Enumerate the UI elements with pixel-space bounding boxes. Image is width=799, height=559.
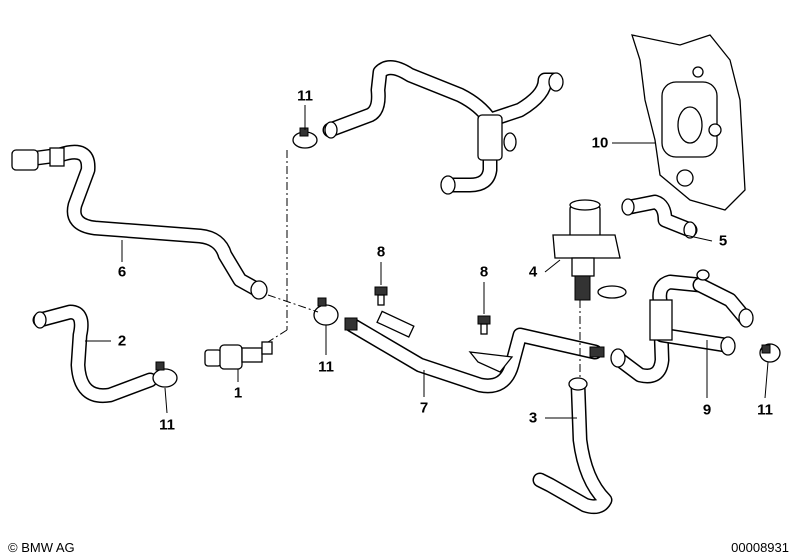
label-part-8-right: 8	[479, 263, 489, 281]
label-part-1: 1	[233, 384, 243, 402]
hose-6	[11, 144, 268, 300]
copyright-text: © BMW AG	[8, 540, 75, 555]
hose-5	[621, 194, 698, 239]
hose-3	[532, 377, 613, 515]
label-part-11-right: 11	[757, 401, 773, 419]
label-part-11-top: 11	[297, 87, 313, 105]
label-part-6: 6	[117, 263, 127, 281]
label-part-10: 10	[591, 134, 609, 152]
valve-4	[552, 199, 627, 301]
label-part-5: 5	[718, 232, 728, 250]
label-part-11-left: 11	[159, 416, 175, 434]
pipe-7	[344, 310, 605, 394]
label-part-2: 2	[117, 332, 127, 350]
label-part-7: 7	[419, 399, 429, 417]
label-part-11-middle: 11	[318, 358, 334, 376]
diagram-number: 00008931	[731, 540, 789, 555]
label-part-9: 9	[702, 401, 712, 419]
label-part-3: 3	[528, 409, 538, 427]
label-part-8-left: 8	[376, 243, 386, 261]
screws-8	[374, 286, 491, 335]
label-part-4: 4	[528, 263, 538, 281]
hose-2	[32, 304, 158, 404]
connector-1	[204, 341, 273, 370]
clamps-11	[152, 127, 781, 388]
hose-9	[610, 269, 754, 384]
hose-upper	[322, 60, 564, 195]
leader-lines	[85, 105, 769, 419]
bracket-10	[631, 34, 746, 211]
